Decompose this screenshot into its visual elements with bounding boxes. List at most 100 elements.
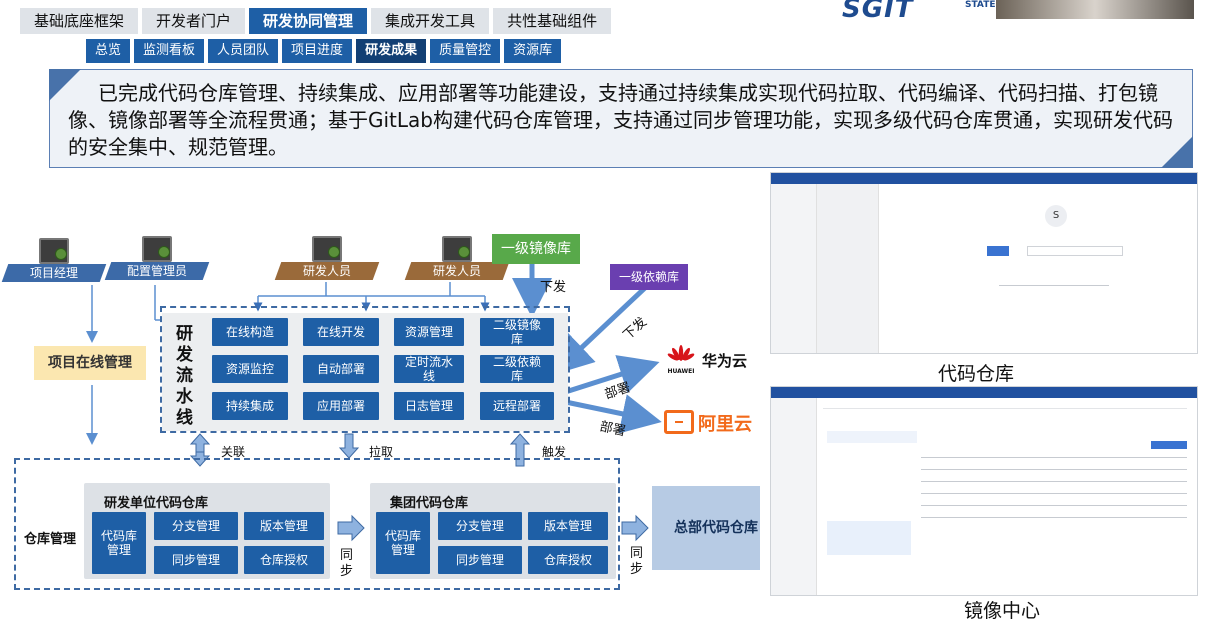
role-label: 配置管理员 xyxy=(126,264,187,278)
link-label: 触发 xyxy=(542,445,567,459)
main-nav: 基础底座框架 开发者门户 研发协同管理 集成开发工具 共性基础组件 xyxy=(20,8,612,34)
image-center-caption: 镜像中心 xyxy=(964,600,1041,622)
subtab-resources[interactable]: 资源库 xyxy=(504,39,562,63)
subtab-team[interactable]: 人员团队 xyxy=(208,39,279,63)
screenshot-toolbar xyxy=(827,431,917,443)
huawei-cloud-label: 华为云 xyxy=(702,352,748,370)
pipeline-cell: 在线开发 xyxy=(303,318,379,346)
pipeline-cell: 应用部署 xyxy=(303,392,379,420)
tab-base-framework[interactable]: 基础底座框架 xyxy=(20,8,139,34)
intro-text: 已完成代码仓库管理、持续集成、应用部署等功能建设，支持通过持续集成实现代码拉取、… xyxy=(68,81,1173,159)
pipeline-cell: 二级镜像库 xyxy=(480,318,554,346)
huawei-wordmark: HUAWEI xyxy=(667,368,695,375)
repo-management-title: 仓库管理 xyxy=(24,532,77,547)
role-developer: 研发人员 xyxy=(404,236,510,296)
pipeline-cell: 资源监控 xyxy=(212,355,288,383)
screenshot-selected-item xyxy=(827,521,911,555)
subtab-overview[interactable]: 总览 xyxy=(86,39,131,63)
issue-label: 下发 xyxy=(540,280,567,295)
screenshot-tabbar xyxy=(823,401,1187,409)
screenshot-header xyxy=(771,387,1197,398)
tab-integrated-dev-tools[interactable]: 集成开发工具 xyxy=(371,8,490,34)
pipeline-cell: 资源管理 xyxy=(394,318,464,346)
repo-function-cell: 分支管理 xyxy=(154,512,238,540)
screenshot-sidebar xyxy=(771,184,817,353)
repo-function-cell: 版本管理 xyxy=(528,512,608,540)
intro-banner: 已完成代码仓库管理、持续集成、应用部署等功能建设，支持通过持续集成实现代码拉取、… xyxy=(49,69,1193,168)
aliyun-label: 阿里云 xyxy=(698,414,752,435)
pipeline-cell: 在线构造 xyxy=(212,318,288,346)
avatar: S xyxy=(1045,205,1067,227)
role-developer: 研发人员 xyxy=(274,236,380,296)
aliyun-logo-bar xyxy=(675,421,683,423)
pipeline-cell: 持续集成 xyxy=(212,392,288,420)
tab-rd-collaboration[interactable]: 研发协同管理 xyxy=(249,8,368,34)
link-label: 拉取 xyxy=(369,445,394,459)
role-label: 研发人员 xyxy=(302,264,351,278)
rd-pipeline-title: 研发流水线 xyxy=(176,324,193,428)
screenshot-button xyxy=(1151,441,1187,449)
banner-corner-decoration xyxy=(49,69,81,101)
code-lib-management: 代码库管理 xyxy=(376,512,430,574)
repo-management-container xyxy=(14,458,620,590)
screenshot-line xyxy=(921,469,1187,470)
link-label: 关联 xyxy=(221,445,246,459)
hq-code-repo: 总部代码仓库 xyxy=(652,486,760,570)
pipeline-cell: 定时流水线 xyxy=(394,355,464,383)
screenshot-line xyxy=(921,505,1187,506)
project-online-management: 项目在线管理 xyxy=(34,346,146,380)
rd-pipeline-container xyxy=(160,306,570,433)
repo-function-cell: 分支管理 xyxy=(438,512,522,540)
screenshot-sidebar xyxy=(771,398,817,595)
screenshot-line xyxy=(921,493,1187,494)
subtab-monitor-board[interactable]: 监测看板 xyxy=(134,39,205,63)
tab-common-components[interactable]: 共性基础组件 xyxy=(493,8,612,34)
pipeline-cell: 日志管理 xyxy=(394,392,464,420)
screenshot-button xyxy=(987,246,1009,256)
group-repo-title: 集团代码仓库 xyxy=(390,496,469,511)
computer-icon xyxy=(312,236,342,267)
role-label: 项目经理 xyxy=(29,266,78,280)
subtab-quality[interactable]: 质量管控 xyxy=(430,39,501,63)
primary-mirror-library: 一级镜像库 xyxy=(492,234,580,264)
pipeline-cell: 自动部署 xyxy=(303,355,379,383)
aliyun-logo xyxy=(664,410,694,434)
role-config-admin: 配置管理员 xyxy=(104,236,210,296)
brand-logo: SGIT xyxy=(842,0,914,24)
screenshot-line xyxy=(999,285,1109,286)
screenshot-line xyxy=(921,481,1187,482)
role-project-manager: 项目经理 xyxy=(1,238,107,298)
huawei-flower-icon xyxy=(667,345,695,361)
subtab-rd-results[interactable]: 研发成果 xyxy=(356,39,427,63)
repo-function-cell: 仓库授权 xyxy=(244,546,324,574)
subtab-progress[interactable]: 项目进度 xyxy=(282,39,353,63)
primary-dependency-library: 一级依赖库 xyxy=(610,264,688,290)
screenshot-header xyxy=(771,173,1197,184)
repo-function-cell: 同步管理 xyxy=(438,546,522,574)
repo-function-cell: 同步管理 xyxy=(154,546,238,574)
repo-function-cell: 仓库授权 xyxy=(528,546,608,574)
image-center-screenshot xyxy=(770,386,1198,596)
tab-developer-portal[interactable]: 开发者门户 xyxy=(142,8,246,34)
screenshot-line xyxy=(921,517,1187,518)
pipeline-cell: 远程部署 xyxy=(480,392,554,420)
role-label: 研发人员 xyxy=(432,264,481,278)
person-icon xyxy=(328,246,340,258)
code-repo-caption: 代码仓库 xyxy=(938,363,1015,385)
banner-corner-decoration xyxy=(1161,136,1193,168)
sync-label: 同步 xyxy=(630,546,644,577)
sub-nav: 总览 监测看板 人员团队 项目进度 研发成果 质量管控 资源库 xyxy=(86,39,562,63)
unit-repo-title: 研发单位代码仓库 xyxy=(104,496,209,511)
person-icon xyxy=(158,246,170,258)
pipeline-cell: 二级依赖库 xyxy=(480,355,554,383)
brand-logo-sub: STATE xyxy=(965,0,996,10)
huawei-logo: HUAWEI xyxy=(664,344,698,375)
screenshot-input xyxy=(1027,246,1123,256)
repo-function-cell: 版本管理 xyxy=(244,512,324,540)
person-icon xyxy=(55,248,67,260)
code-repo-screenshot: S xyxy=(770,172,1198,354)
presenter-video xyxy=(996,0,1194,19)
screenshot-line xyxy=(921,457,1187,458)
person-icon xyxy=(458,246,470,258)
